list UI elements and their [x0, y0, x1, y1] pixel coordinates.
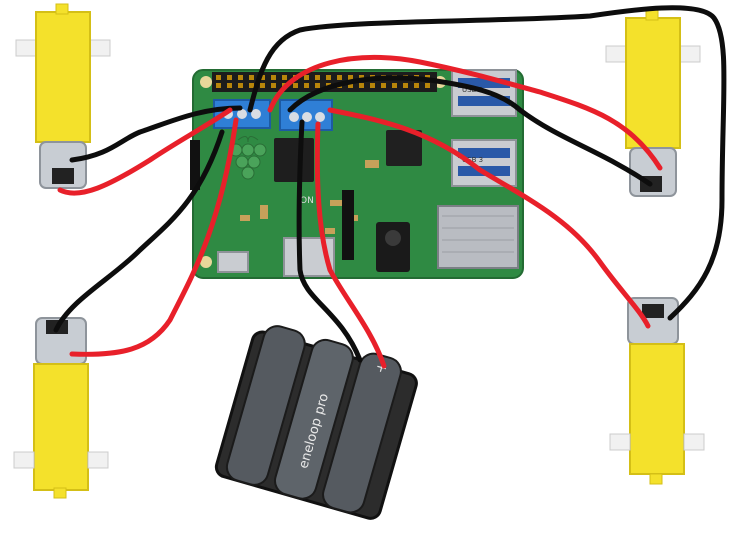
gpio-pin — [315, 75, 320, 80]
gpio-pin — [238, 83, 243, 88]
lan-chip — [386, 130, 422, 166]
gpio-pin — [392, 83, 397, 88]
mount-hole-tl — [200, 76, 212, 88]
wires-red — [57, 54, 663, 369]
wire-black-top-loop — [247, 5, 727, 321]
battery-cell-3 — [322, 352, 402, 514]
gpio-pin — [249, 83, 254, 88]
ethernet-port — [437, 205, 519, 269]
motor-bottom-right — [609, 297, 705, 485]
gpio-pin — [348, 83, 353, 88]
mount-hole-bl — [200, 256, 212, 268]
gpio-pin — [282, 75, 287, 80]
wire-red-battery — [314, 121, 387, 369]
wire-red-top-left-motor — [57, 107, 233, 196]
soc-chip — [274, 138, 314, 182]
gpio-pin — [304, 83, 309, 88]
gpio-pin — [249, 75, 254, 80]
gpio-pin — [381, 83, 386, 88]
wires-black — [53, 5, 727, 363]
wire-black-top-left-motor — [69, 105, 243, 163]
audio-jack — [376, 222, 410, 272]
gpio-pin — [425, 83, 430, 88]
gpio-pin — [315, 83, 320, 88]
chip-label: ON — [300, 196, 314, 206]
gpio-pin — [260, 75, 265, 80]
wire-black-top-right-motor — [287, 75, 653, 187]
usb-port-bottom — [451, 139, 517, 187]
wire-red-bottom-right-motor — [327, 107, 651, 329]
motor-top-right — [605, 9, 701, 197]
camera-connector — [342, 190, 354, 260]
battery-pack: eneloop pro + — [214, 325, 418, 520]
gpio-pin — [348, 75, 353, 80]
usb-bottom-label: USB 3 — [462, 156, 483, 164]
wire-black-bottom-left-motor — [53, 129, 225, 333]
battery-cell-2 — [273, 338, 354, 500]
motor-top-left — [15, 3, 111, 189]
gpio-pin — [271, 75, 276, 80]
display-connector — [190, 140, 200, 190]
gpio-pin — [326, 75, 331, 80]
gpio-pin — [216, 75, 221, 80]
gpio-pin — [227, 83, 232, 88]
gpio-pin — [293, 83, 298, 88]
wire-red-top-right-motor — [267, 54, 663, 171]
micro-usb-port — [217, 251, 249, 273]
raspberry-logo — [229, 136, 267, 180]
gpio-pin — [238, 75, 243, 80]
gpio-pin — [359, 83, 364, 88]
gpio-pin — [403, 83, 408, 88]
gpio-pin — [370, 83, 375, 88]
gpio-pin — [227, 75, 232, 80]
motor-bottom-left — [13, 317, 109, 499]
gpio-pin — [337, 75, 342, 80]
gpio-pin — [260, 83, 265, 88]
motor-driver — [213, 99, 333, 131]
gpio-pin — [414, 83, 419, 88]
gpio-pin — [216, 83, 221, 88]
battery-cell-1 — [225, 325, 306, 486]
gpio-pin — [359, 75, 364, 80]
gpio-pin — [304, 75, 309, 80]
gpio-pin — [271, 83, 276, 88]
wire-red-bottom-left-motor — [69, 117, 239, 357]
wire-black-battery — [296, 119, 363, 363]
